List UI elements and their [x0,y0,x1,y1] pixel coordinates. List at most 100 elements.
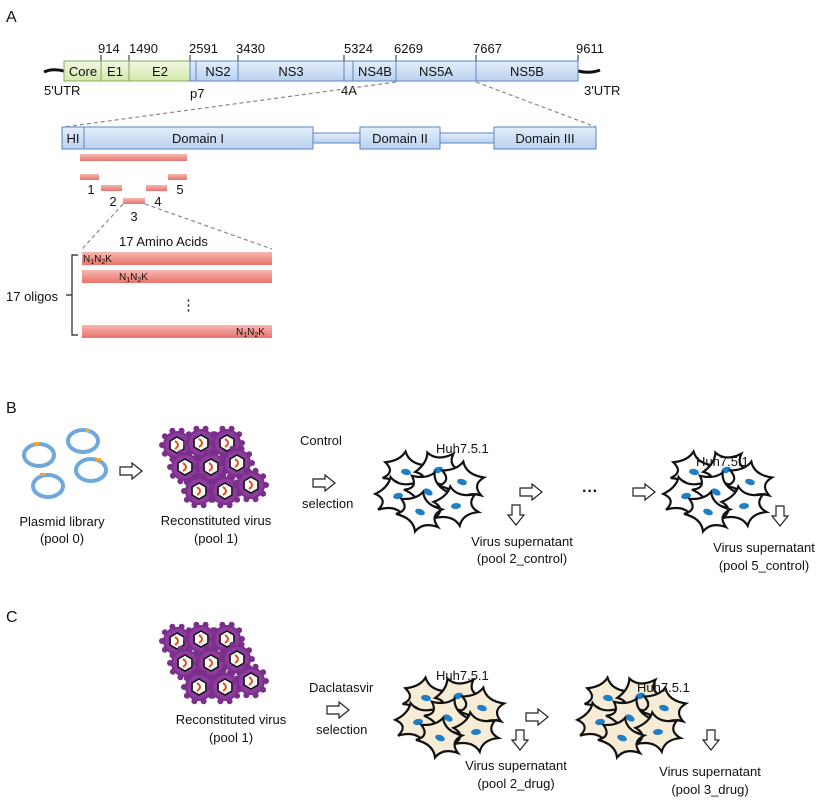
position-1490: 1490 [129,41,158,56]
arrow-drug-selection [326,701,350,719]
cell-cluster-b2 [660,448,776,535]
fragment-3-bar [123,198,145,204]
mutagenesis-fragments [80,154,187,204]
supernatant-c1-line2: (pool 2_drug) [477,776,554,791]
virus-c-label-line1: Reconstituted virus [176,712,287,727]
label-core: Core [69,64,97,79]
label-4a: 4A [341,83,357,98]
arrow-c1-down [511,729,529,751]
fragment-3-label: 3 [130,209,137,224]
huh-label-c2: Huh7.5.1 [637,680,690,695]
label-e2: E2 [152,64,168,79]
fragment-labels: 1 5 2 4 3 [87,182,183,224]
fragment-2-bar [101,185,122,191]
arrow-b1-down [507,504,525,526]
segment-ns4a [343,60,354,82]
segment-ns5b [475,60,579,82]
fragment-1-label: 1 [87,182,94,197]
oligo-bars [82,252,272,338]
codon-label-2: N1N2K [119,272,148,284]
cell-cluster-b1 [372,448,488,535]
control-selection-line1: Control [300,433,342,448]
position-6269: 6269 [394,41,423,56]
panel-label-b: B [6,400,17,417]
segment-p7 [189,60,197,82]
label-domain-1: Domain I [172,131,224,146]
position-3430: 3430 [236,41,265,56]
zoom-lines-ns5a [63,81,597,128]
ns5a-domain-3 [493,126,597,150]
huh-cell-icon [597,715,648,761]
oligo-bar-1 [82,252,272,265]
arrow-b1-next [519,483,543,501]
ns5a-linker-1 [312,132,361,144]
huh-label-c1: Huh7.5.1 [436,668,489,683]
supernatant-b1-line2: (pool 2_control) [477,551,567,566]
genome-below-labels: 5'UTR p7 4A 3'UTR [44,83,620,101]
fragment-5-bar [168,174,187,180]
virus-b-label-line1: Reconstituted virus [161,513,272,528]
plasmid-label-line2: (pool 0) [40,531,84,546]
oligo-bar-2 [82,270,272,283]
supernatant-b2-line2: (pool 5_control) [719,558,809,573]
panel-label-a: A [6,9,17,26]
fragment-5-label: 5 [176,182,183,197]
huh-cell-icon [395,489,446,535]
label-ns4b: NS4B [358,64,392,79]
fragment-4-bar [146,185,167,191]
virus-particle-icon [233,663,269,699]
genome-bar [63,60,579,82]
virus-cluster-c [159,621,269,705]
oligos-label: 17 oligos [6,289,59,304]
cell-cluster-c2 [574,674,690,761]
virus-cluster-b [159,425,269,509]
arrow-plasmid-to-virus [119,462,143,480]
ns5a-linker-2 [439,132,495,144]
label-domain-2: Domain II [372,131,428,146]
supernatant-b2-line1: Virus supernatant [713,540,815,555]
oligo-codon-labels: N1N2K N1N2K N1N2K [83,254,265,339]
oligo-bar-17 [82,325,272,338]
plasmid-label-line1: Plasmid library [19,514,105,529]
arrow-control-selection [312,474,336,492]
virus-particle-icon [233,467,269,503]
drug-selection-line2: selection [316,722,367,737]
arrow-dots-next [632,483,656,501]
label-3utr: 3'UTR [584,83,620,98]
continuation-dots: ··· [582,483,598,500]
position-914: 914 [98,41,120,56]
position-7667: 7667 [473,41,502,56]
fragment-4-label: 4 [154,194,161,209]
label-ns5a: NS5A [419,64,453,79]
virus-b-label-line2: (pool 1) [194,531,238,546]
amino-acids-label: 17 Amino Acids [119,234,208,249]
label-ns5b: NS5B [510,64,544,79]
huh-label-b1: Huh7.5.1 [436,441,489,456]
huh-cell-icon [683,489,734,535]
codon-label-1: N1N2K [83,254,112,266]
fragment-2-label: 2 [109,194,116,209]
fragment-1-bar [80,174,99,180]
oligo-vertical-ellipsis: ⋮ [181,297,196,314]
position-2591: 2591 [189,41,218,56]
position-5324: 5324 [344,41,373,56]
label-hi: HI [67,131,80,146]
genome-segment-labels: Core E1 E2 NS2 NS3 NS4B NS5A NS5B [69,64,544,79]
supernatant-b1-line1: Virus supernatant [471,534,573,549]
ns5a-domain-labels: HI Domain I Domain II Domain III [67,131,575,146]
panel-label-c: C [6,609,18,626]
codon-label-17: N1N2K [236,327,265,339]
drug-selection-line1: Daclatasvir [309,680,374,695]
label-ns2: NS2 [205,64,230,79]
label-e1: E1 [107,64,123,79]
huh-label-b2: Huh7.5.1 [696,454,749,469]
virus-c-label-line2: (pool 1) [209,730,253,745]
supernatant-c2-line1: Virus supernatant [659,764,761,779]
plasmid-library-icon [22,428,108,499]
virus-particle-icon [219,641,255,677]
genome-tick-marks [100,55,579,62]
huh-cell-icon [415,715,466,761]
supernatant-c1-line1: Virus supernatant [465,758,567,773]
virus-particle-icon [207,669,243,705]
